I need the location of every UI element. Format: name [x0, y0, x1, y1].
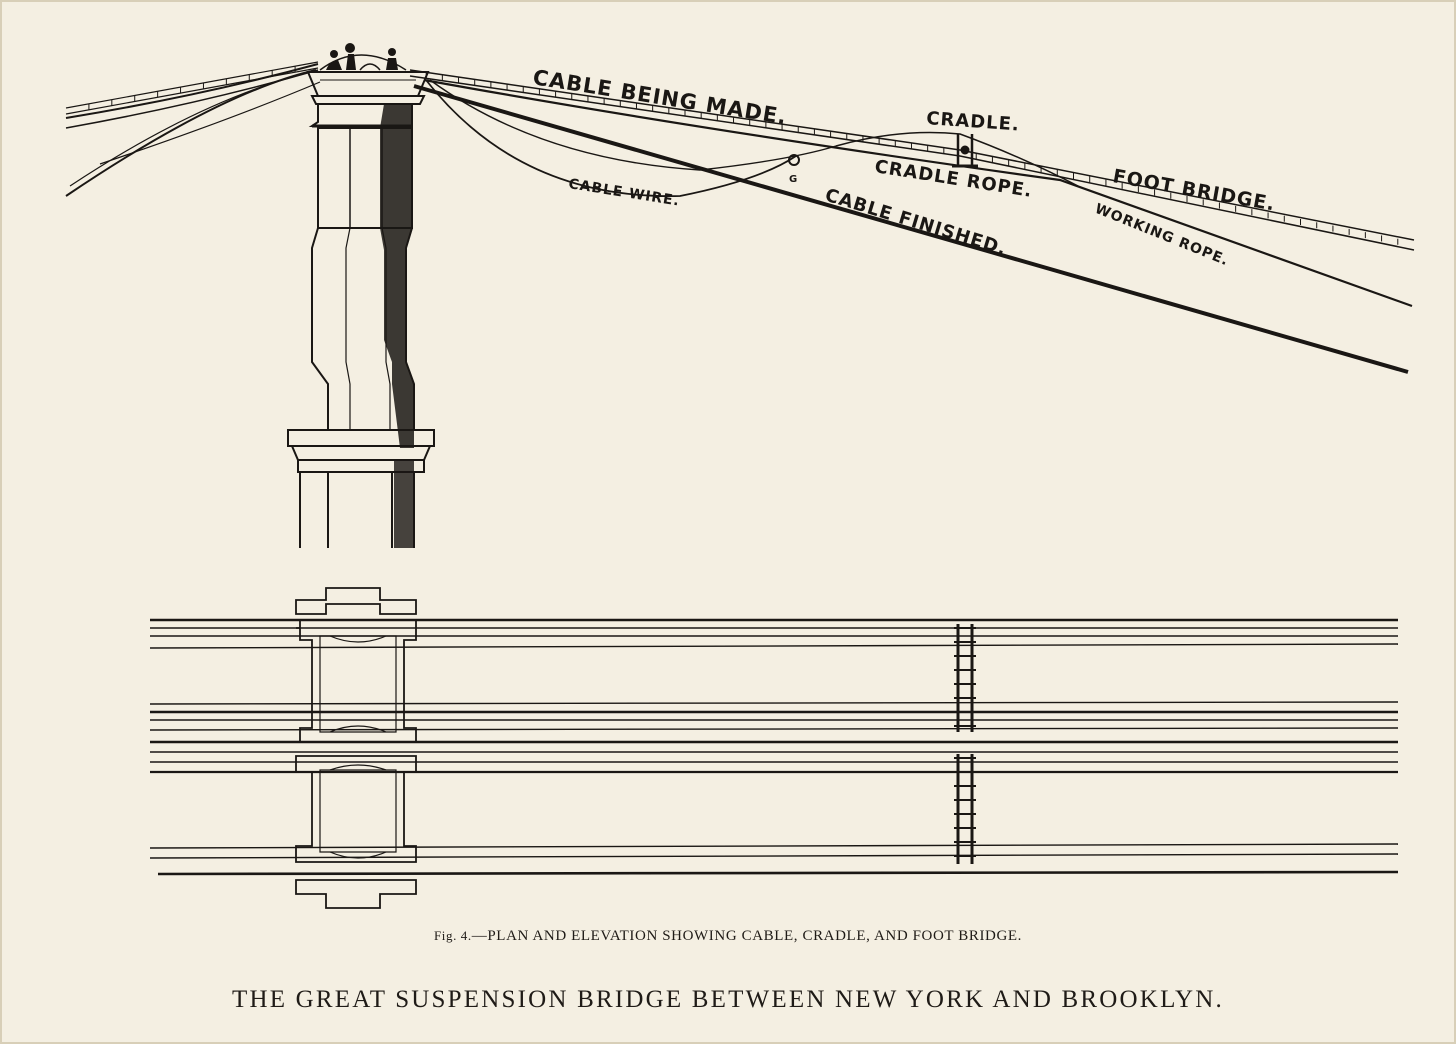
figure-caption: Fig. 4.—PLAN AND ELEVATION SHOWING CABLE… [0, 928, 1456, 945]
page-title: THE GREAT SUSPENSION BRIDGE BETWEEN NEW … [232, 986, 1224, 1013]
label-cable-finished: CABLE FINISHED. [823, 185, 1010, 260]
cable-lines [65, 61, 1415, 374]
tower-elevation [287, 43, 435, 548]
label-cradle-rope: CRADLE ROPE. [873, 156, 1034, 202]
figure-number: Fig. 4. [433, 928, 472, 943]
plan-view [149, 587, 1399, 909]
label-cradle: CRADLE. [926, 108, 1021, 135]
label-cable-wire: CABLE WIRE. [567, 176, 681, 209]
foot-bridge-slats [88, 66, 1399, 245]
label-working-rope: WORKING ROPE. [1093, 201, 1232, 269]
cradle-rungs [954, 627, 976, 857]
figure-caption-text: —PLAN AND ELEVATION SHOWING CABLE, CRADL… [471, 928, 1023, 944]
label-sheave-g: G [789, 174, 798, 185]
